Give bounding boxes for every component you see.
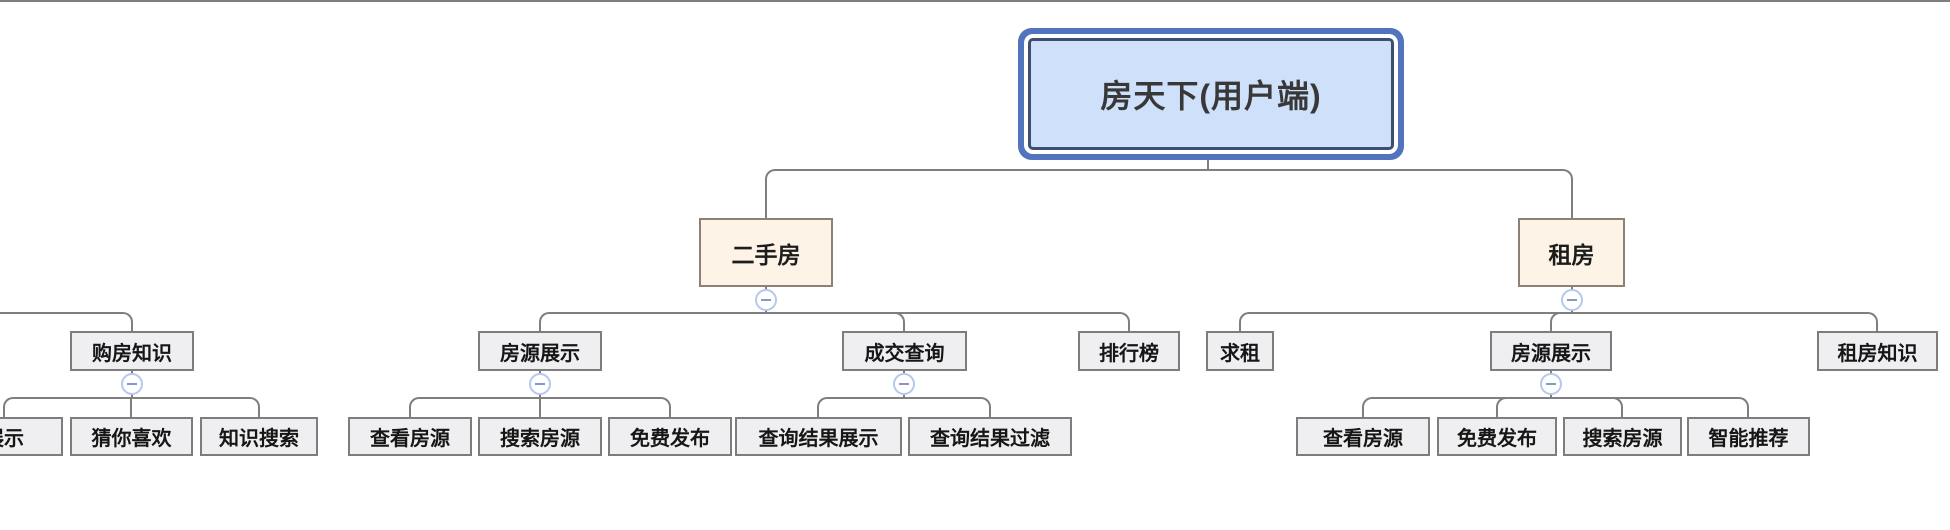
connector-root-spine <box>0 0 1950 2</box>
node-ranking[interactable]: 排行榜 <box>1078 331 1180 371</box>
connector-listing-esf-view <box>409 397 540 417</box>
connector-listing-rent-view <box>1362 397 1551 417</box>
connector-offscreen-buyknowledge <box>0 312 133 331</box>
connector-listing-rent-smart <box>1551 397 1749 417</box>
node-knowledge-display-clipped[interactable]: 展示 <box>0 417 63 456</box>
collapse-icon-rent[interactable] <box>1561 289 1583 311</box>
connector-buyknowledge-search <box>132 397 260 417</box>
connector-secondhand-ranking <box>766 312 1130 331</box>
connector-rent-listing <box>1550 312 1572 331</box>
node-rent[interactable]: 租房 <box>1518 218 1625 287</box>
node-deal-query[interactable]: 成交查询 <box>842 331 967 371</box>
node-free-publish-secondhand[interactable]: 免费发布 <box>608 417 732 456</box>
node-search-listing-rent[interactable]: 搜索房源 <box>1563 417 1682 456</box>
collapse-icon-listing-rent[interactable] <box>1540 373 1562 395</box>
node-rent-knowledge[interactable]: 租房知识 <box>1817 331 1938 371</box>
connector-dealquery-resultfilter <box>904 397 991 417</box>
node-seek-rent[interactable]: 求租 <box>1206 331 1274 371</box>
node-listing-display-rent[interactable]: 房源展示 <box>1490 331 1612 371</box>
connector-root-rent <box>1208 169 1573 218</box>
connector-rent-rentknowledge <box>1572 312 1878 331</box>
connector-root-secondhand <box>765 169 1208 218</box>
node-knowledge-search[interactable]: 知识搜索 <box>200 417 318 456</box>
collapse-icon-secondhand[interactable] <box>755 289 777 311</box>
node-query-result-filter[interactable]: 查询结果过滤 <box>908 417 1072 456</box>
node-view-listing-rent[interactable]: 查看房源 <box>1296 417 1430 456</box>
node-root[interactable]: 房天下(用户端) <box>1028 38 1394 150</box>
node-guess-you-like[interactable]: 猜你喜欢 <box>70 417 193 456</box>
connector-dealquery-resultdisplay <box>817 397 904 417</box>
connector-buyknowledge-guess <box>130 397 132 417</box>
collapse-icon-buy-knowledge[interactable] <box>121 373 143 395</box>
node-listing-display-secondhand[interactable]: 房源展示 <box>478 331 602 371</box>
connector-secondhand-listing <box>539 312 766 331</box>
connector-listing-rent-publish <box>1496 397 1551 417</box>
collapse-icon-listing-secondhand[interactable] <box>529 373 551 395</box>
connector-root-stub <box>1207 160 1209 169</box>
node-secondhand[interactable]: 二手房 <box>699 218 833 287</box>
node-view-listing-secondhand[interactable]: 查看房源 <box>348 417 472 456</box>
connector-buyknowledge-display <box>3 397 132 417</box>
node-query-result-display[interactable]: 查询结果展示 <box>735 417 902 456</box>
node-free-publish-rent[interactable]: 免费发布 <box>1437 417 1557 456</box>
node-smart-recommend[interactable]: 智能推荐 <box>1687 417 1810 456</box>
node-search-listing-secondhand[interactable]: 搜索房源 <box>478 417 602 456</box>
collapse-icon-deal-query[interactable] <box>893 373 915 395</box>
connector-rent-seekrent <box>1239 312 1572 331</box>
connector-listing-esf-publish <box>540 397 671 417</box>
node-buy-knowledge[interactable]: 购房知识 <box>70 331 194 371</box>
